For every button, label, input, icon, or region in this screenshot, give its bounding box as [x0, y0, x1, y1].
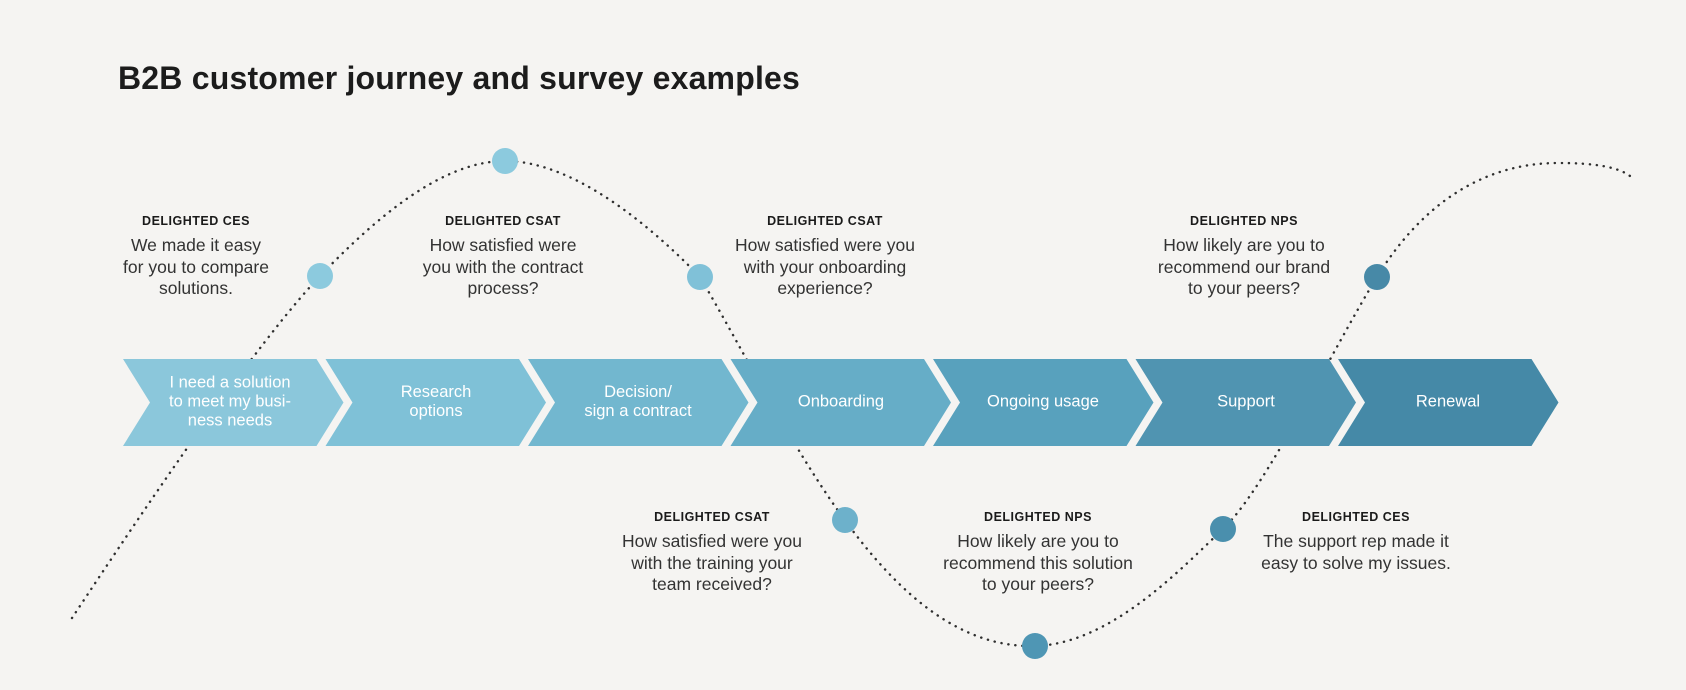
stage-label-ongoing-usage: Ongoing usage: [987, 392, 1099, 411]
survey-question: The support rep made it easy to solve my…: [1261, 531, 1451, 573]
stage-chevron-decision-contract: [528, 359, 749, 446]
touchpoint-dot-ces-compare: [307, 263, 333, 289]
touchpoint-dot-nps-brand: [1364, 264, 1390, 290]
survey-question: How likely are you to recommend this sol…: [943, 531, 1133, 594]
survey-question: How satisfied were you with the training…: [622, 531, 802, 594]
stage-chevron-onboarding: [730, 359, 951, 446]
touchpoint-dot-nps-solution: [1022, 633, 1048, 659]
survey-type-label: DELIGHTED NPS: [984, 510, 1092, 524]
stage-label-solution-need: I need a solution to meet my busi- ness …: [169, 373, 291, 430]
survey-note-top-nps-brand: DELIGHTED NPS How likely are you to reco…: [1158, 214, 1330, 300]
stage-chevron-solution-need: [123, 359, 344, 446]
stage-chevron-support: [1135, 359, 1356, 446]
survey-note-bottom-nps-solution: DELIGHTED NPS How likely are you to reco…: [943, 510, 1133, 596]
survey-note-top-ces-compare: DELIGHTED CES We made it easy for you to…: [123, 214, 269, 300]
stage-chevron-research-options: [325, 359, 546, 446]
stage-label-onboarding: Onboarding: [797, 392, 885, 411]
stage-chevron-ongoing-usage: [933, 359, 1154, 446]
survey-type-label: DELIGHTED NPS: [1190, 214, 1298, 228]
stage-chevron-renewal: [1338, 359, 1559, 446]
touchpoint-dot-csat-contract: [492, 148, 518, 174]
stage-label-renewal: Renewal: [1415, 392, 1481, 411]
survey-question: We made it easy for you to compare solut…: [123, 235, 269, 298]
journey-curve-dotted-line: [70, 159, 1632, 648]
survey-type-label: DELIGHTED CSAT: [445, 214, 561, 228]
touchpoint-dot-ces-support: [1210, 516, 1236, 542]
survey-question: How satisfied were you with the contract…: [422, 235, 584, 298]
page-title: B2B customer journey and survey examples: [118, 60, 801, 96]
stage-label-decision-contract: Decision/ sign a contract: [584, 383, 692, 420]
survey-note-bottom-ces-support: DELIGHTED CES The support rep made it ea…: [1261, 510, 1451, 574]
survey-type-label: DELIGHTED CES: [142, 214, 250, 228]
survey-question: How satisfied were you with your onboard…: [735, 235, 915, 298]
stage-label-research-options: Research options: [400, 383, 472, 420]
survey-type-label: DELIGHTED CSAT: [767, 214, 883, 228]
survey-note-top-csat-onboarding: DELIGHTED CSAT How satisfied were you wi…: [735, 214, 915, 300]
survey-question: How likely are you to recommend our bran…: [1157, 235, 1331, 298]
survey-note-top-csat-contract: DELIGHTED CSAT How satisfied were you wi…: [423, 214, 584, 300]
survey-note-bottom-csat-training: DELIGHTED CSAT How satisfied were you wi…: [622, 510, 802, 596]
touchpoint-dot-csat-onboarding: [687, 264, 713, 290]
touchpoint-dot-csat-training: [832, 507, 858, 533]
survey-type-label: DELIGHTED CSAT: [654, 510, 770, 524]
stage-label-support: Support: [1217, 392, 1275, 411]
survey-type-label: DELIGHTED CES: [1302, 510, 1410, 524]
